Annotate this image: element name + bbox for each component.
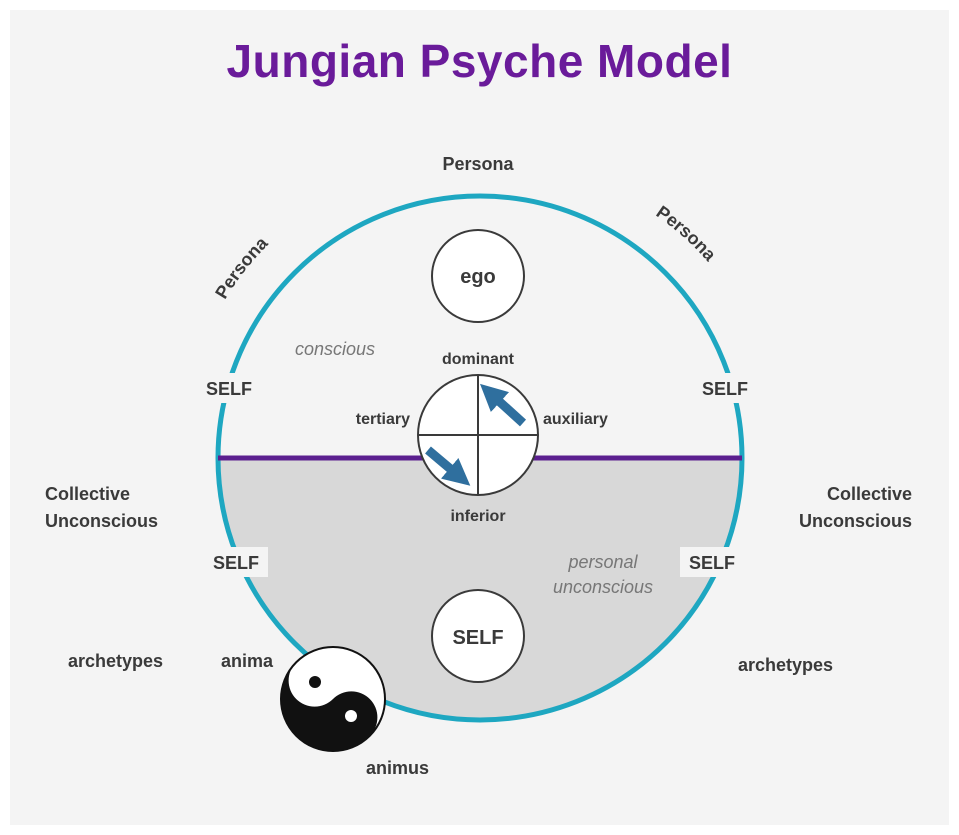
inferior-arrow-icon	[425, 446, 471, 486]
self-lower-left-bg	[204, 547, 268, 577]
yin-yang-icon	[280, 646, 386, 752]
collective-right-line1: Collective	[827, 484, 912, 504]
ego-label: ego	[460, 266, 496, 288]
dominant-label: dominant	[442, 351, 515, 368]
tertiary-label: tertiary	[356, 411, 410, 428]
self-lower-left-label: SELF	[213, 553, 259, 573]
self-lower-right-bg	[680, 547, 744, 577]
persona-top-label: Persona	[442, 154, 514, 174]
self-center-label: SELF	[452, 627, 503, 649]
persona-left-label: Persona	[211, 232, 272, 302]
auxiliary-label: auxiliary	[543, 411, 608, 428]
self-upper-right-bg	[693, 373, 757, 403]
anima-label: anima	[221, 651, 274, 671]
self-lower-right-label: SELF	[689, 553, 735, 573]
personal-unconscious-line2: unconscious	[553, 577, 653, 597]
self-upper-right-label: SELF	[702, 379, 748, 399]
collective-right-line2: Unconscious	[799, 511, 912, 531]
self-upper-left-label: SELF	[206, 379, 252, 399]
archetypes-right-label: archetypes	[738, 655, 833, 675]
self-circle	[431, 589, 525, 683]
diagram-title: Jungian Psyche Model	[226, 35, 733, 87]
conscious-label: conscious	[295, 339, 375, 359]
self-upper-left-bg	[197, 373, 261, 403]
archetypes-left-label: archetypes	[68, 651, 163, 671]
auxiliary-arrow-icon	[480, 383, 527, 427]
inferior-label: inferior	[450, 508, 505, 525]
ego-circle	[431, 229, 525, 323]
collective-left-line1: Collective	[45, 484, 130, 504]
animus-label: animus	[366, 758, 429, 778]
collective-left-line2: Unconscious	[45, 511, 158, 531]
personal-unconscious-line1: personal	[567, 552, 638, 572]
persona-right-label: Persona	[653, 202, 721, 266]
